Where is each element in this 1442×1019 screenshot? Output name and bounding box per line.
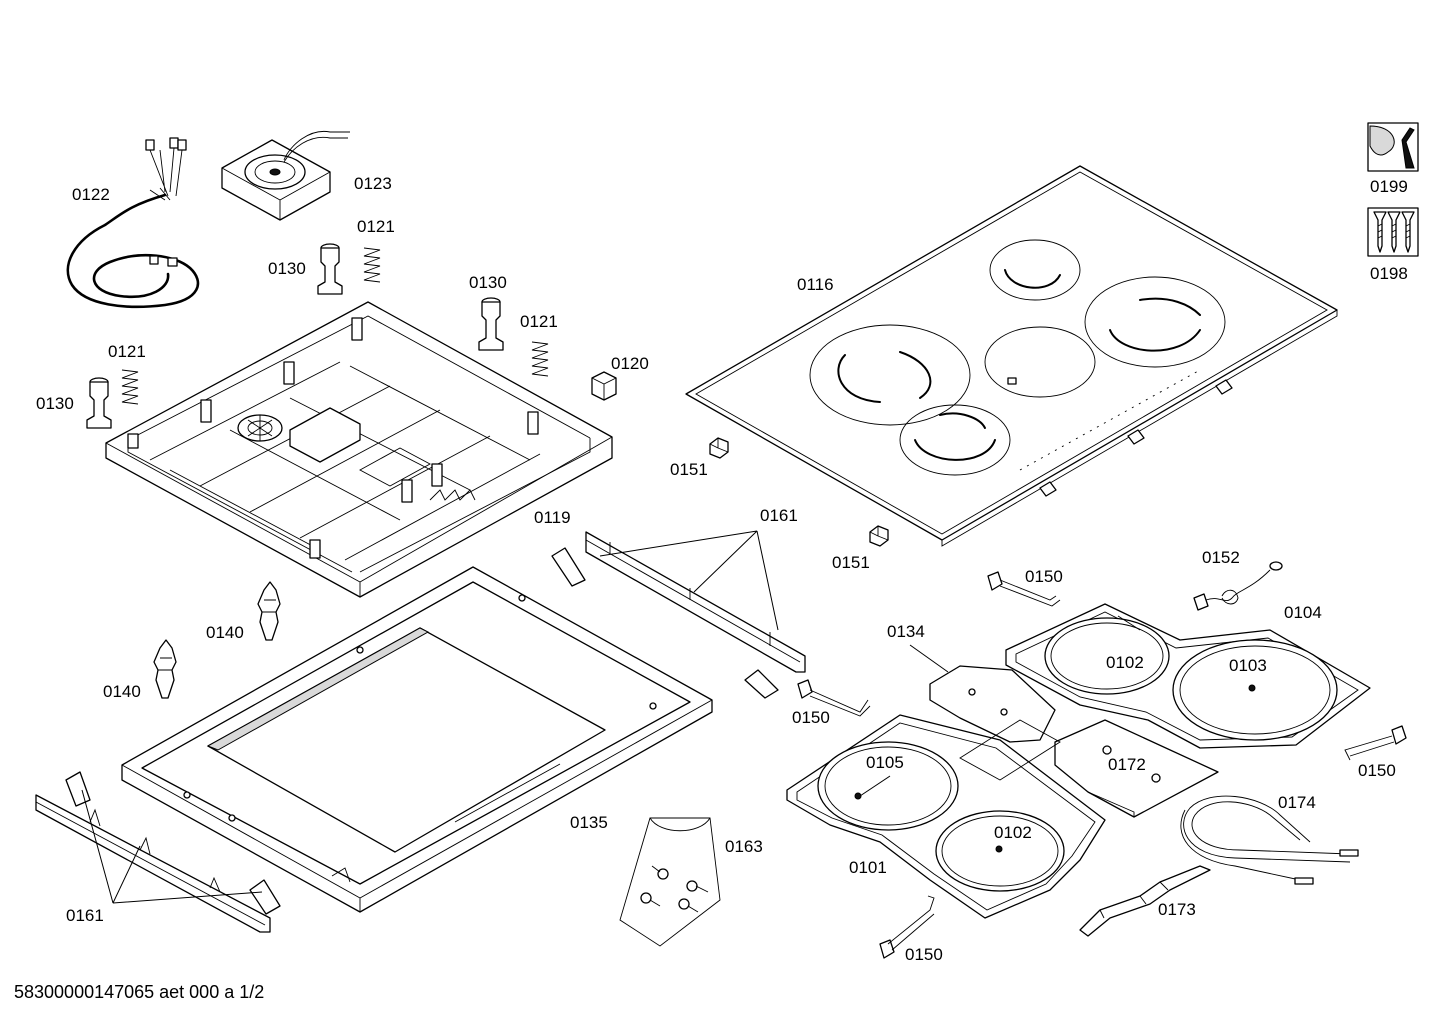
label-0173: 0173 xyxy=(1158,900,1196,919)
fan-0123 xyxy=(221,130,350,221)
label-0150-b: 0150 xyxy=(792,708,830,727)
induction-coil-0102-a xyxy=(1044,615,1170,695)
cable-clip-0150-c xyxy=(1344,725,1407,761)
label-0116: 0116 xyxy=(797,275,834,294)
spring-0121-b xyxy=(531,341,549,377)
label-0130-c: 0130 xyxy=(36,394,74,413)
label-0121-c: 0121 xyxy=(108,342,146,361)
part-labels: 0122 0123 0121 0130 0130 0121 0121 0130 … xyxy=(36,174,1408,964)
clip-0151-a xyxy=(709,437,729,459)
bracket-0161-a xyxy=(551,530,806,699)
housing-tray-0119 xyxy=(105,301,613,598)
spring-0121-a xyxy=(363,247,381,283)
label-0140-b: 0140 xyxy=(103,682,141,701)
label-0101: 0101 xyxy=(849,858,887,877)
label-0121-a: 0121 xyxy=(357,217,395,236)
label-0135: 0135 xyxy=(570,813,608,832)
label-0102-a: 0102 xyxy=(1106,653,1144,672)
screw-pack-0163 xyxy=(619,817,721,947)
label-0105: 0105 xyxy=(866,753,904,772)
foot-0130-c xyxy=(86,377,112,429)
label-0150-c: 0150 xyxy=(1358,761,1396,780)
clamp-strap-0173 xyxy=(1079,865,1211,937)
temperature-sensor-0152 xyxy=(1193,561,1283,611)
insulation-sheet-0134 xyxy=(909,644,1056,743)
label-0174: 0174 xyxy=(1278,793,1316,812)
label-0199: 0199 xyxy=(1370,177,1408,196)
induction-coil-0103 xyxy=(1172,639,1338,741)
label-0103: 0103 xyxy=(1229,656,1267,675)
label-0123: 0123 xyxy=(354,174,392,193)
foot-0130-b xyxy=(478,297,504,351)
label-0161-b: 0161 xyxy=(66,906,104,925)
connector-block-0120 xyxy=(591,371,617,401)
induction-coil-0102-b xyxy=(935,810,1065,892)
wrench-icon xyxy=(1367,122,1419,172)
screws-icon xyxy=(1367,207,1419,257)
label-0130-b: 0130 xyxy=(469,273,507,292)
cable-harness-0122 xyxy=(66,137,200,309)
label-0120: 0120 xyxy=(611,354,649,373)
clip-0140-a xyxy=(257,581,281,641)
clip-0140-b xyxy=(153,639,177,699)
label-0172: 0172 xyxy=(1108,755,1146,774)
cable-clip-0150-b xyxy=(797,679,871,717)
label-0102-b: 0102 xyxy=(994,823,1032,842)
shield-plate-0172 xyxy=(1054,719,1219,818)
cable-clip-0150-a xyxy=(987,571,1061,607)
label-0134: 0134 xyxy=(887,622,925,641)
label-0122: 0122 xyxy=(72,185,110,204)
drawing-footer: 58300000147065 aet 000 a 1/2 xyxy=(14,982,264,1002)
label-0150-d: 0150 xyxy=(905,945,943,964)
label-0150-a: 0150 xyxy=(1025,567,1063,586)
induction-coil-0105 xyxy=(817,741,959,831)
label-0161-a: 0161 xyxy=(760,506,798,525)
frame-0135 xyxy=(121,566,713,913)
label-0104: 0104 xyxy=(1284,603,1322,622)
cable-clip-0150-d xyxy=(879,895,935,959)
label-0152: 0152 xyxy=(1202,548,1240,567)
spring-0121-c xyxy=(121,369,139,405)
label-0151-b: 0151 xyxy=(832,553,870,572)
label-0163: 0163 xyxy=(725,837,763,856)
foot-0130-a xyxy=(317,243,343,295)
label-0130-a: 0130 xyxy=(268,259,306,278)
label-0119: 0119 xyxy=(534,508,571,527)
label-0140-a: 0140 xyxy=(206,623,244,642)
bracket-0161-b xyxy=(35,771,281,933)
cable-loop-0174 xyxy=(1180,795,1359,885)
label-0121-b: 0121 xyxy=(520,312,558,331)
label-0151-a: 0151 xyxy=(670,460,708,479)
glass-ceramic-top-0116 xyxy=(685,165,1338,547)
clip-0151-b xyxy=(869,525,889,547)
label-0198: 0198 xyxy=(1370,264,1408,283)
